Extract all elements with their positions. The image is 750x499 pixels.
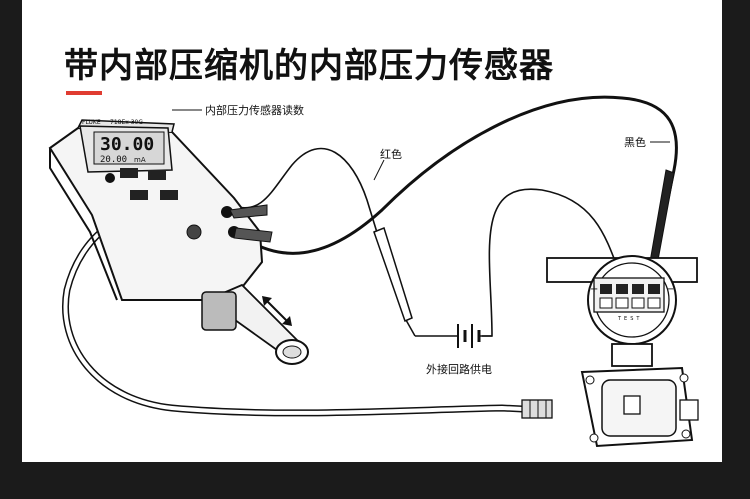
meter-button	[160, 190, 178, 200]
meter-model: 718Ex 30G	[110, 119, 143, 126]
meter-button	[148, 170, 166, 180]
power-button	[105, 173, 115, 183]
meter-button	[130, 190, 148, 200]
meter-brand: FLUKE	[82, 119, 101, 126]
meter-sub-unit: mA	[134, 156, 146, 164]
calibrator-meter	[48, 119, 309, 365]
meter-button	[120, 168, 138, 178]
page-title: 带内部压缩机的内部压力传感器	[64, 46, 554, 86]
reading-label: 内部压力传感器读数	[205, 103, 304, 117]
minus-sign: −	[666, 284, 674, 295]
external-power-label: 外接回路供电	[426, 362, 492, 376]
red-probe	[373, 227, 413, 323]
title-accent-bar	[66, 91, 102, 95]
diagram-panel: 带内部压缩机的内部压力传感器	[22, 0, 722, 462]
hose-fitting	[521, 399, 553, 419]
loop-wire	[415, 188, 623, 337]
terminal-black	[221, 206, 233, 218]
meter-display	[93, 131, 165, 165]
battery-icon	[447, 324, 492, 348]
meter-main-reading: 30.00	[100, 134, 154, 155]
plus-sign: +	[590, 284, 598, 295]
red-leader-line	[373, 159, 385, 181]
wiring-diagram: FLUKE 718Ex 30G 30.00 20.00 mA	[48, 95, 699, 448]
pressure-transmitter	[546, 255, 699, 448]
pressure-port	[186, 224, 202, 240]
black-lead-label: 黑色	[624, 135, 646, 149]
double-arrow-icon	[262, 296, 292, 326]
red-lead-wire	[233, 147, 388, 266]
test-label: TEST	[617, 316, 642, 322]
meter-sub-reading: 20.00	[100, 155, 127, 165]
red-lead-label: 红色	[380, 147, 402, 161]
black-lead-wire	[226, 95, 678, 276]
